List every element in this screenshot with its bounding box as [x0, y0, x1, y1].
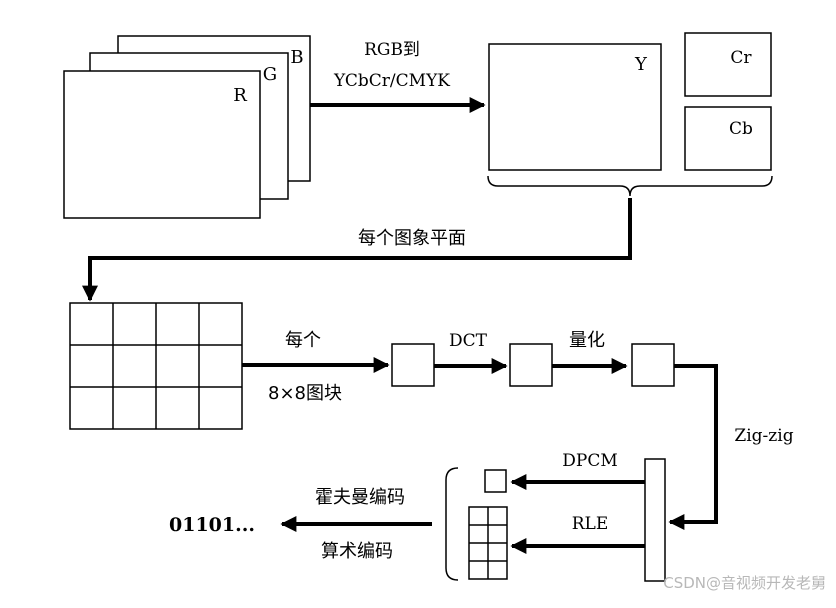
zigzag-label: Zig-zig — [734, 426, 793, 446]
zigzag-step: Zig-zig — [668, 364, 794, 530]
rle-step: RLE — [468, 506, 645, 580]
dct-label: DCT — [449, 331, 488, 351]
plane-cb — [684, 106, 772, 171]
quant-label: 量化 — [569, 330, 605, 351]
dpcm-step: DPCM — [484, 451, 645, 493]
dc-coefficient-box — [484, 469, 507, 493]
output-step: 01101... — [169, 514, 432, 536]
dct-step: DCT — [434, 331, 508, 374]
plane-cr-label: Cr — [730, 48, 752, 68]
plane-b-label: B — [290, 47, 303, 68]
plane-cb-label: Cb — [729, 119, 753, 139]
arith-label: 算术编码 — [321, 541, 393, 562]
block-label-line2: 8×8图块 — [268, 383, 342, 404]
block-box — [391, 343, 435, 387]
plane-group-brace — [487, 175, 773, 197]
watermark: CSDN@音视频开发老舅 — [663, 574, 826, 592]
quantization-step: 量化 — [552, 330, 628, 374]
conversion-label-line1: RGB到 — [364, 40, 420, 60]
block-grid — [69, 302, 243, 430]
huffman-label: 霍夫曼编码 — [315, 487, 405, 508]
plane-g-label: G — [263, 64, 277, 85]
output-bits: 01101... — [169, 514, 255, 536]
rle-label: RLE — [572, 514, 609, 534]
color-conversion-step: RGB到 YCbCr/CMYK — [310, 40, 486, 113]
dpcm-label: DPCM — [562, 451, 617, 471]
block-step: 每个 8×8图块 — [242, 330, 390, 404]
ycbcr-planes: Y Cr Cb — [487, 32, 773, 197]
plane-r-label: R — [233, 85, 247, 106]
plane-cr — [684, 32, 772, 97]
plane-r — [63, 70, 261, 219]
per-plane-label: 每个图象平面 — [358, 228, 466, 249]
per-plane-step: 每个图象平面 — [82, 198, 632, 302]
rgb-planes: B G R — [63, 35, 311, 219]
plane-y — [488, 43, 662, 171]
quant-box — [631, 343, 675, 387]
conversion-label-line2: YCbCr/CMYK — [333, 71, 450, 91]
block-label-line1: 每个 — [285, 330, 321, 351]
entropy-bracket — [445, 467, 459, 581]
zigzag-arrow — [668, 364, 718, 530]
plane-y-label: Y — [634, 54, 648, 75]
zigzag-vector — [644, 458, 666, 582]
dct-box — [509, 343, 553, 387]
per-plane-arrow — [82, 198, 632, 302]
